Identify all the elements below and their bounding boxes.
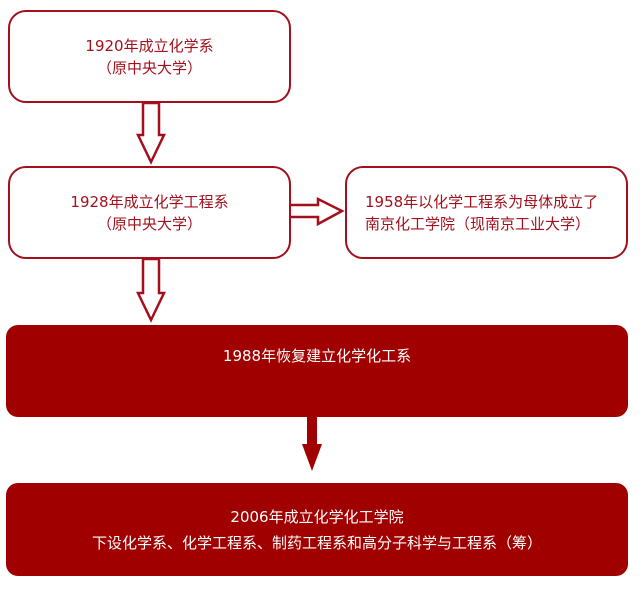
node-1958-text: 1958年以化学工程系为母体成立了南京化工学院（现南京工业大学） — [365, 192, 599, 233]
arrow-1920-to-1928 — [136, 101, 166, 165]
node-2006-title: 2006年成立化学化工学院 — [230, 507, 404, 526]
node-1988-text: 1988年恢复建立化学化工系 — [222, 347, 412, 365]
node-2006-subtitle: 下设化学系、化学工程系、制药工程系和高分子科学与工程系（筹） — [91, 533, 542, 552]
node-1958: 1958年以化学工程系为母体成立了南京化工学院（现南京工业大学） — [345, 166, 628, 259]
node-1928-subtitle: （原中央大学） — [96, 214, 202, 233]
node-1920: 1920年成立化学系 （原中央大学） — [8, 10, 291, 103]
node-1928-title: 1928年成立化学工程系 — [70, 192, 229, 211]
node-1920-title: 1920年成立化学系 — [85, 36, 214, 55]
node-2006: 2006年成立化学化工学院 下设化学系、化学工程系、制药工程系和高分子科学与工程… — [6, 483, 628, 576]
node-1988: 1988年恢复建立化学化工系 — [6, 325, 628, 417]
node-1920-subtitle: （原中央大学） — [96, 58, 202, 77]
arrow-1928-to-1988 — [136, 257, 166, 323]
arrow-1988-to-2006 — [302, 417, 322, 471]
arrow-1928-to-1958 — [291, 196, 345, 227]
node-1928: 1928年成立化学工程系 （原中央大学） — [8, 166, 291, 259]
